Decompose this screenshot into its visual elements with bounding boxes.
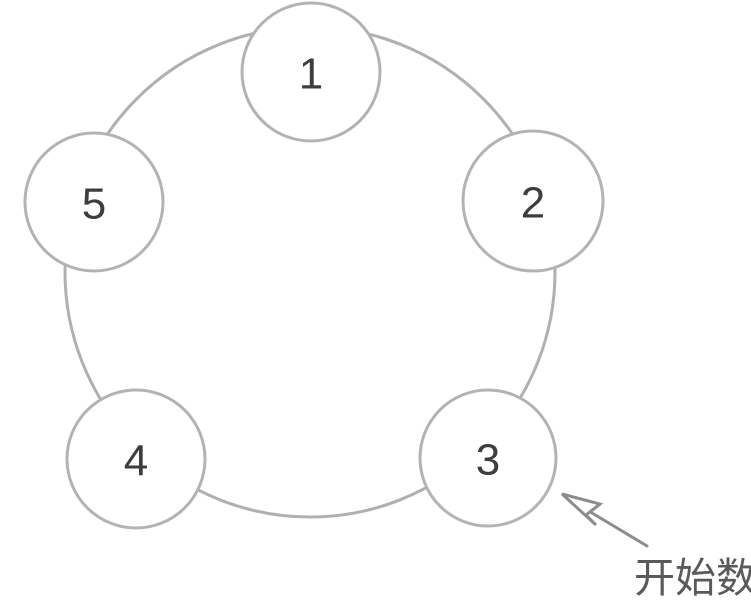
node-5-label: 5 [82,180,106,229]
start-annotation-label: 开始数 [634,554,751,602]
node-5[interactable]: 5 [23,131,165,273]
node-5-circle[interactable] [23,131,165,273]
node-2-circle[interactable] [461,129,605,273]
node-1-circle[interactable] [240,1,382,143]
node-4[interactable]: 4 [65,388,207,530]
arrow-shaft [590,511,649,548]
node-4-circle[interactable] [65,388,207,530]
start-annotation-arrow-icon [560,492,649,548]
node-3-label: 3 [476,436,500,485]
node-4-label: 4 [124,437,148,486]
node-1[interactable]: 1 [240,1,382,143]
node-2[interactable]: 2 [461,129,605,273]
node-1-label: 1 [299,50,323,99]
arrow-head [560,492,604,527]
node-3[interactable]: 3 [418,388,558,528]
node-2-label: 2 [521,179,545,228]
node-3-circle[interactable] [418,388,558,528]
